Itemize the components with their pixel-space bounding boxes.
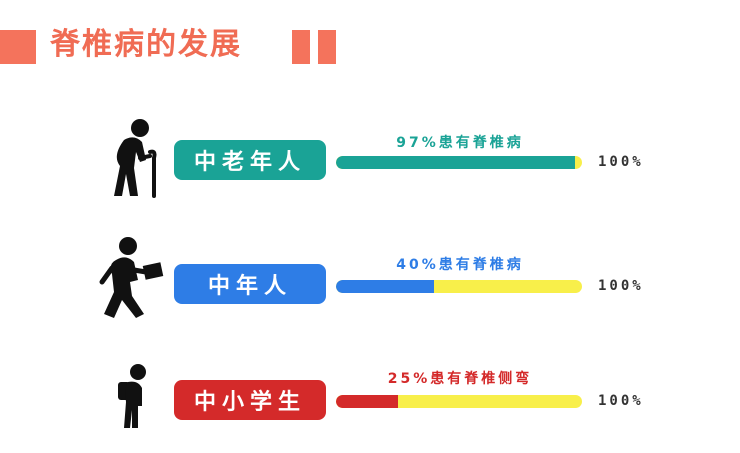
student-with-backpack-icon: [118, 364, 146, 428]
row-elderly: 中老年人 97%患有脊椎病 100%: [0, 110, 740, 210]
progress-track-elderly: [336, 156, 582, 169]
caption-middle-aged: 40%患有脊椎病: [396, 257, 524, 273]
progress-fill-elderly: [336, 156, 575, 169]
total-label-elderly: 100%: [598, 154, 644, 170]
row-students: 中小学生 25%患有脊椎侧弯 100%: [0, 352, 740, 452]
row-middle-aged: 中年人 40%患有脊椎病 100%: [0, 234, 740, 334]
elderly-person-with-cane-icon: [114, 119, 157, 198]
total-label-middle-aged: 100%: [598, 278, 644, 294]
header-accent-bar-right-1: [292, 30, 310, 64]
page-title: 脊椎病的发展: [50, 27, 242, 62]
progress-fill-middle-aged: [336, 280, 435, 293]
progress-track-students: [336, 395, 582, 408]
header-accent-bar-left: [0, 30, 36, 64]
progress-fill-students: [336, 395, 398, 408]
group-label-middle-aged: 中年人: [174, 264, 326, 304]
walking-person-with-briefcase-icon: [99, 237, 164, 318]
header-accent-bar-right-2: [318, 30, 336, 64]
caption-students: 25%患有脊椎侧弯: [387, 371, 533, 387]
total-label-students: 100%: [598, 393, 644, 409]
group-label-elderly: 中老年人: [174, 140, 326, 180]
group-label-students: 中小学生: [174, 380, 326, 420]
caption-elderly: 97%患有脊椎病: [396, 135, 524, 151]
progress-track-middle-aged: [336, 280, 582, 293]
